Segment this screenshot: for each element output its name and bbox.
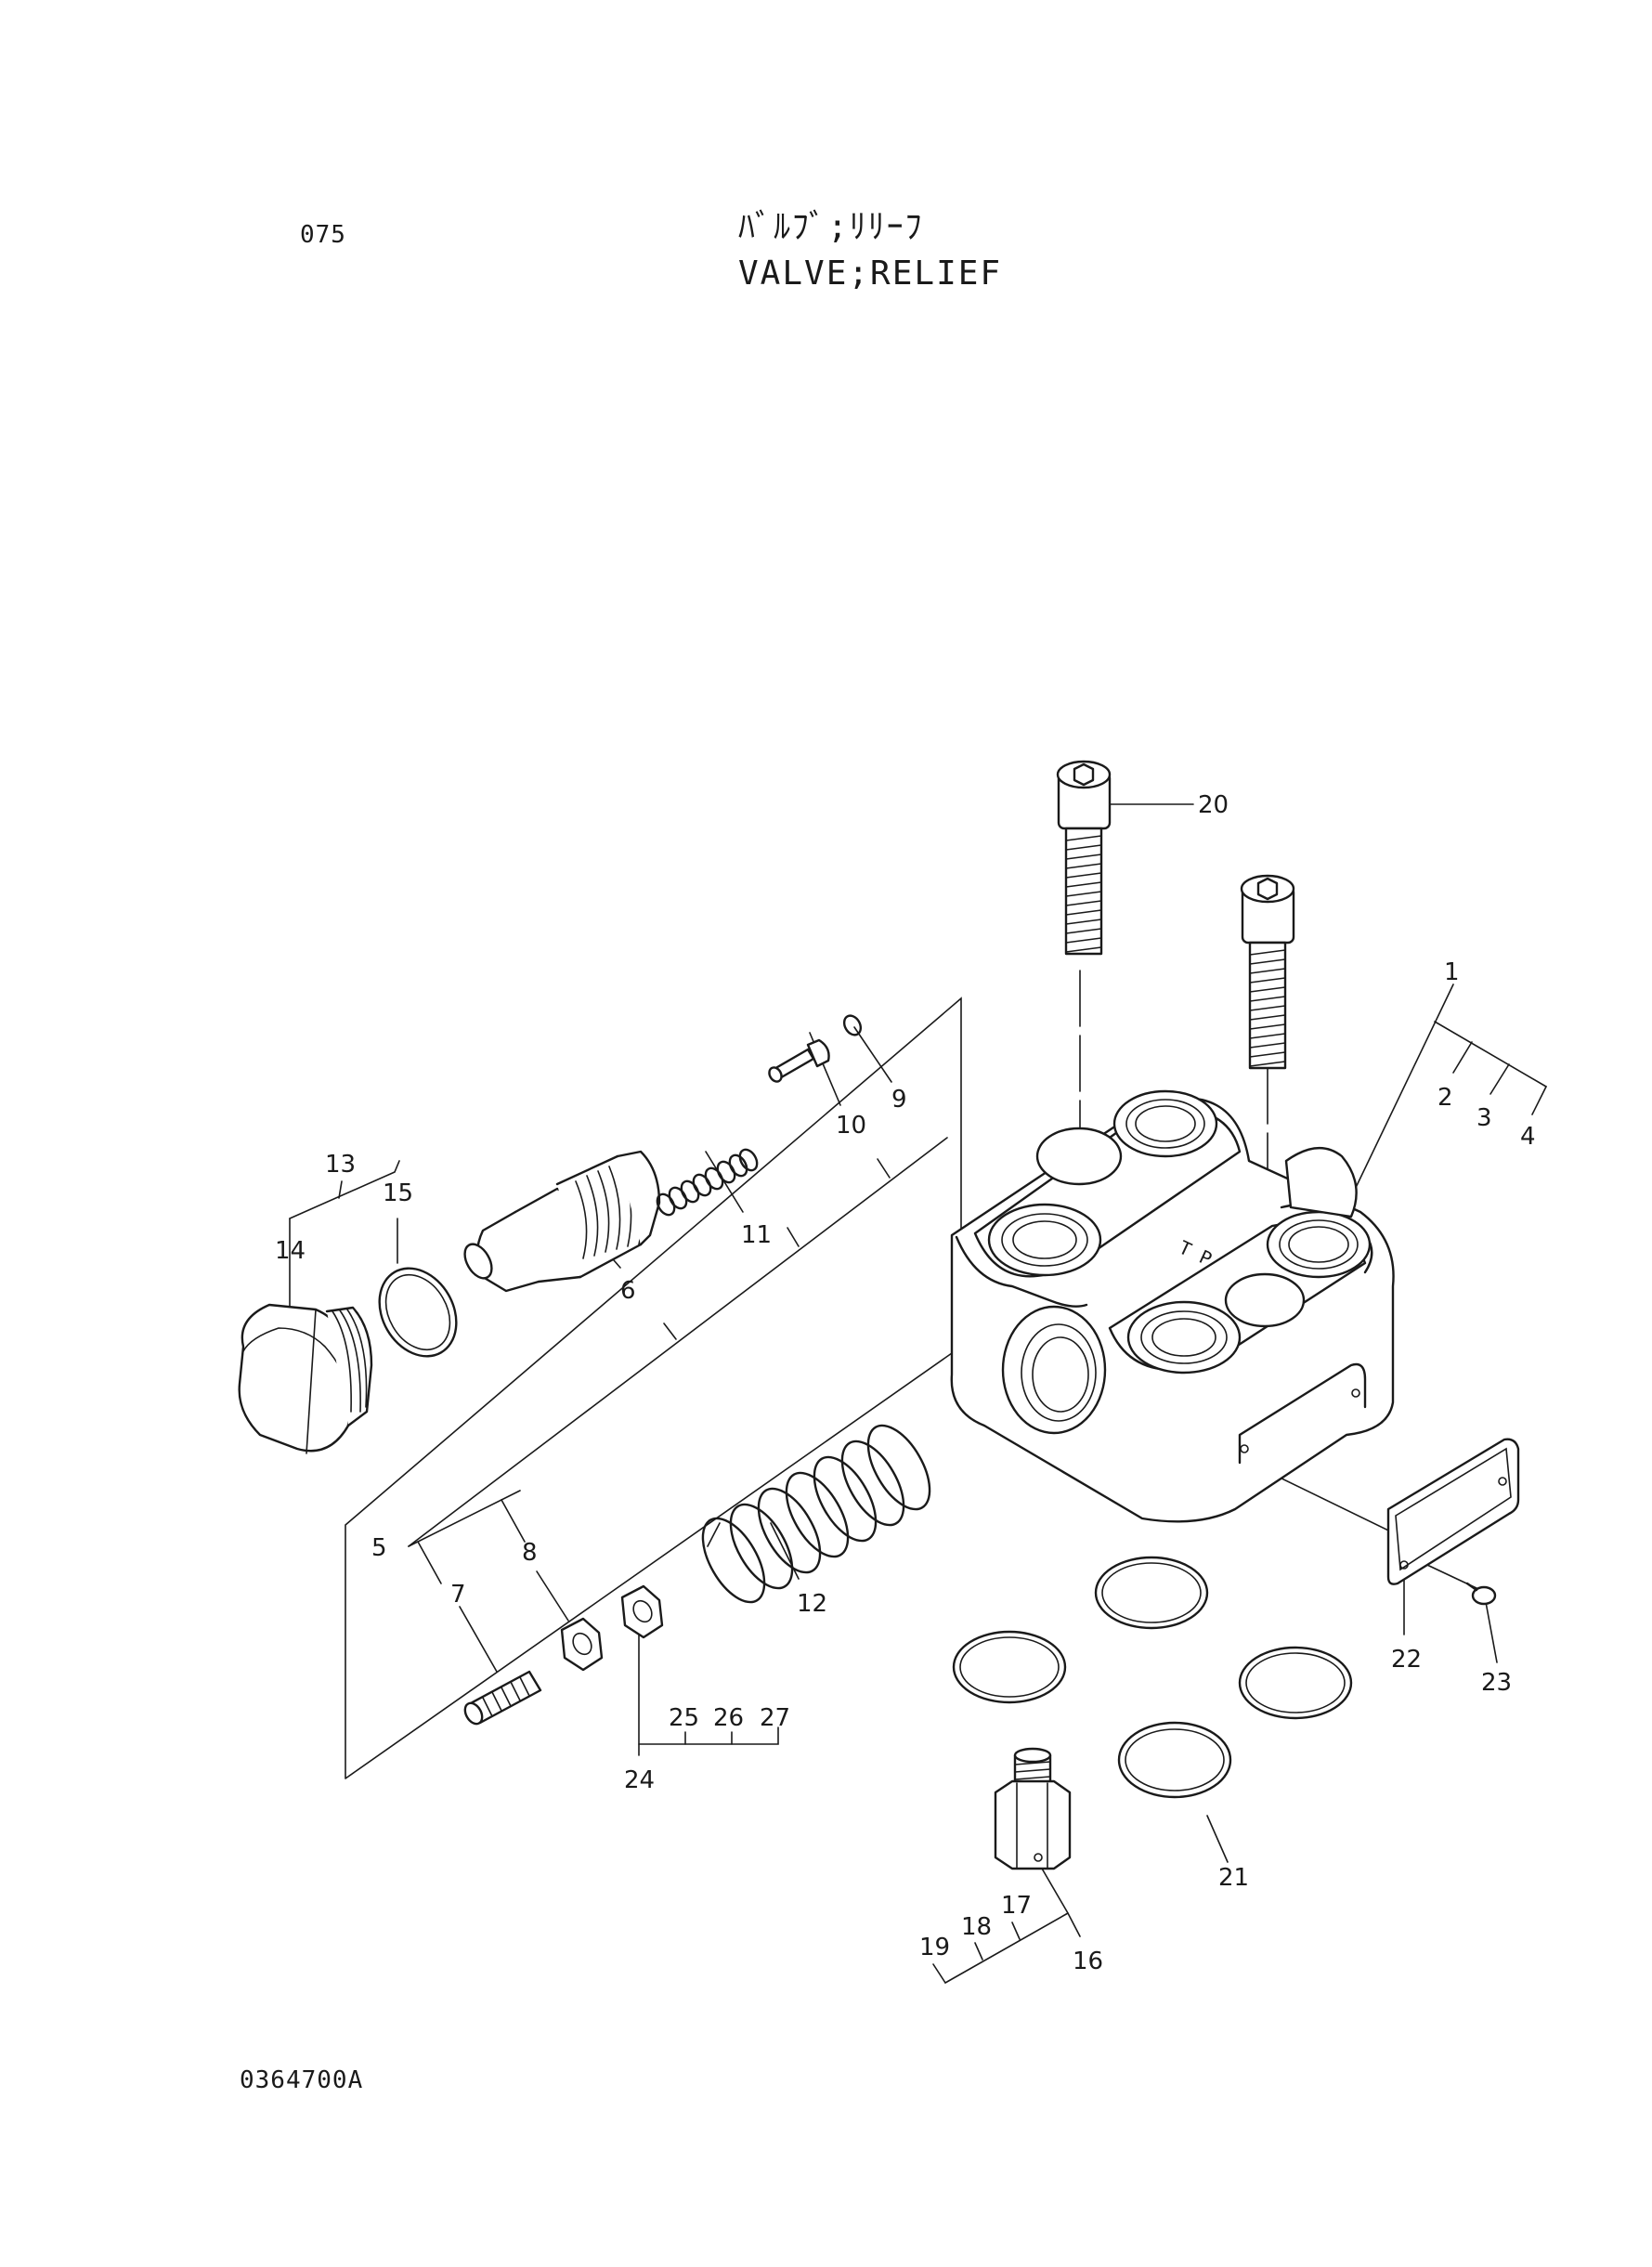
callout-8: 8 bbox=[522, 1539, 538, 1567]
callout-22: 22 bbox=[1391, 1646, 1422, 1674]
callout-21: 21 bbox=[1218, 1864, 1249, 1892]
callout-18: 18 bbox=[961, 1913, 992, 1941]
part-20-socket-bolt-2 bbox=[1240, 874, 1295, 1070]
callout-20: 20 bbox=[1198, 791, 1229, 819]
part-21-o-rings bbox=[952, 1556, 1353, 1799]
part-9-small-o-ring bbox=[842, 1014, 863, 1036]
callout-12: 12 bbox=[797, 1590, 827, 1618]
callout-9: 9 bbox=[891, 1086, 907, 1114]
part-11-small-spring bbox=[656, 1148, 759, 1217]
callout-2: 2 bbox=[1437, 1084, 1453, 1112]
part-12-large-spring bbox=[701, 1424, 931, 1604]
callout-10: 10 bbox=[836, 1112, 866, 1140]
callout-15: 15 bbox=[383, 1179, 413, 1207]
callout-17: 17 bbox=[1001, 1892, 1032, 1920]
part-15-o-ring bbox=[378, 1267, 458, 1358]
title-english: VALVE;RELIEF bbox=[738, 254, 1003, 293]
part-1-valve-body: T P bbox=[950, 1089, 1395, 1523]
part-10-poppet bbox=[768, 1038, 830, 1083]
callout-numbers: 1 2 3 4 5 6 7 8 9 10 11 12 13 14 15 16 1… bbox=[275, 791, 1536, 1975]
callout-19: 19 bbox=[919, 1934, 950, 1961]
callout-13: 13 bbox=[325, 1151, 356, 1179]
part-23-rivet bbox=[1465, 1582, 1497, 1606]
callout-25: 25 bbox=[669, 1704, 699, 1732]
leader-lines bbox=[289, 803, 1547, 1985]
callout-5: 5 bbox=[371, 1534, 387, 1562]
part-16-fitting bbox=[994, 1747, 1072, 1870]
drawing-number: 0364700A bbox=[240, 2066, 364, 2094]
part-7-set-screw bbox=[463, 1670, 542, 1726]
callout-3: 3 bbox=[1476, 1104, 1492, 1132]
callout-16: 16 bbox=[1073, 1948, 1103, 1975]
part-24-nut bbox=[620, 1584, 664, 1639]
title-block: ﾊﾞﾙﾌﾞ;ﾘﾘｰﾌ VALVE;RELIEF bbox=[738, 204, 1002, 297]
callout-23: 23 bbox=[1481, 1669, 1512, 1697]
callout-27: 27 bbox=[760, 1704, 790, 1732]
callout-1: 1 bbox=[1444, 958, 1460, 986]
part-14-plug bbox=[238, 1303, 373, 1454]
part-20-socket-bolt bbox=[1056, 760, 1112, 956]
page-number: 075 bbox=[300, 221, 346, 249]
callout-11: 11 bbox=[741, 1221, 772, 1249]
callout-7: 7 bbox=[450, 1581, 466, 1609]
part-6-sleeve bbox=[463, 1150, 661, 1293]
callout-26: 26 bbox=[713, 1704, 744, 1732]
callout-4: 4 bbox=[1520, 1123, 1536, 1151]
part-8-nut bbox=[560, 1617, 604, 1672]
part-22-nameplate bbox=[1386, 1438, 1520, 1585]
callout-14: 14 bbox=[275, 1237, 306, 1265]
callout-6: 6 bbox=[620, 1277, 636, 1305]
callout-24: 24 bbox=[624, 1766, 655, 1794]
title-japanese: ﾊﾞﾙﾌﾞ;ﾘﾘｰﾌ bbox=[738, 208, 924, 246]
